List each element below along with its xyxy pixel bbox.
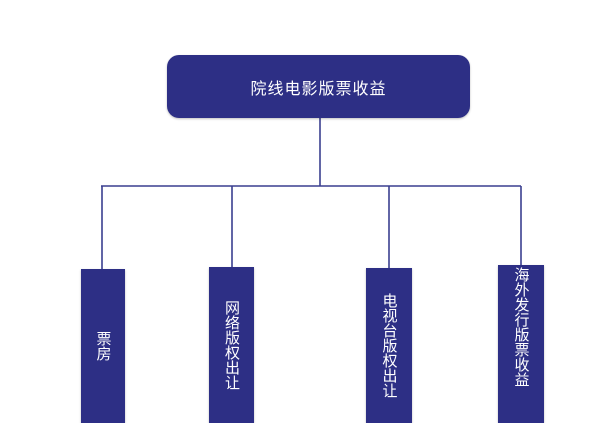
root-node-label: 院线电影版票收益	[250, 78, 387, 98]
child-node-label: 票房	[94, 331, 113, 361]
child-node-box-office: 票房	[81, 269, 125, 423]
root-node: 院线电影版票收益	[167, 55, 470, 118]
child-node-label: 海外发行版票收益	[512, 267, 531, 387]
child-node-label: 网络版权出让	[223, 300, 241, 390]
child-node-tv-rights: 电视台版权出让	[366, 268, 412, 423]
child-node-label: 电视台版权出让	[380, 293, 399, 398]
child-node-overseas-distribution: 海外发行版票收益	[498, 265, 544, 423]
child-node-online-rights: 网络版权出让	[209, 267, 254, 423]
